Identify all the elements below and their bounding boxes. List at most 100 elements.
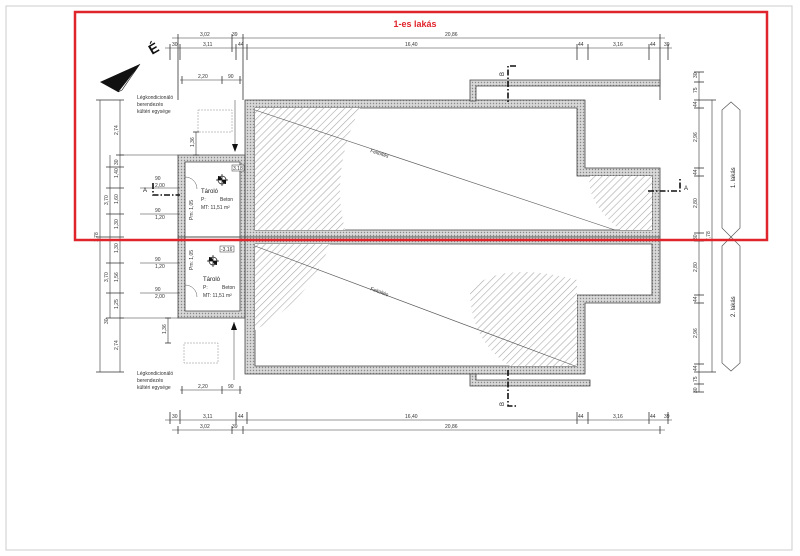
dim-label: 1,60 (114, 194, 120, 204)
dim-label: 39 (664, 42, 670, 48)
door-height: 2,00 (155, 183, 165, 189)
level-marker-icon (207, 255, 219, 267)
ac-label-line: Légkondicionáló (137, 95, 173, 101)
dim-label: 1,36 (190, 137, 196, 147)
ac-label-line: berendezés (137, 378, 164, 384)
window-height: 1,20 (155, 215, 165, 221)
dim-label: 1,40 (114, 168, 120, 178)
dim-label: 16,40 (405, 42, 418, 48)
dim-label: 3,16 (613, 414, 623, 420)
window-height: 1,20 (155, 264, 165, 270)
dim-label: 30 (114, 159, 120, 165)
dim-label: 44 (650, 414, 656, 420)
dim-label: 2,80 (693, 198, 699, 208)
room-name: Tároló (203, 277, 221, 283)
floor-value: Beton (222, 285, 235, 291)
dim-label: 2,96 (693, 328, 699, 338)
dim-label: 30 (172, 414, 178, 420)
ac-label-line: berendezés (137, 102, 164, 108)
unit-label: 2. lakás (731, 296, 737, 317)
door-height: 2,00 (155, 294, 165, 300)
level-marker-icon (216, 174, 228, 186)
section-marker-a-right: A (648, 178, 688, 192)
floor-label: P: (203, 285, 208, 291)
dim-label: 20,86 (445, 32, 458, 38)
section-letter: B (500, 402, 506, 406)
dim-label: 30 (693, 387, 699, 393)
unit-1-plan: Feltöltés (244, 79, 661, 238)
level-label: MT: 11,51 m² (203, 293, 232, 299)
bottom-dimensions: 30 3,11 44 16,40 44 3,16 44 39 3,02 39 2… (165, 384, 672, 434)
dim-label: 30 (693, 234, 699, 240)
right-dimensions: 30 75 44 2,96 44 2,80 30 2,80 44 2,96 44… (693, 71, 716, 393)
unit-tag-2: 2. lakás (721, 236, 741, 372)
section-marker-b-bottom: B (500, 370, 516, 407)
fill-hatch (470, 272, 577, 366)
parapet-label: Pm: 1,05 (189, 200, 195, 220)
dim-label: 1,30 (114, 219, 120, 229)
dim-label: 39 (232, 424, 238, 430)
dim-label: 20,86 (445, 424, 458, 430)
ac-unit (197, 109, 233, 133)
ac-label-bottom: Légkondicionáló berendezés kültéri egysé… (137, 371, 173, 391)
section-marker-a-left: A (143, 183, 180, 196)
ac-unit (183, 342, 219, 364)
dim-label: 2,20 (198, 74, 208, 80)
dim-label: 2,20 (198, 384, 208, 390)
dim-label: 1,25 (114, 299, 120, 309)
dim-label: 30 (172, 42, 178, 48)
ac-label-top: Légkondicionáló berendezés kültéri egysé… (137, 95, 173, 115)
door-width: 90 (155, 287, 161, 293)
section-marker-b-top: B (500, 65, 516, 102)
top-dimensions: 3,02 39 20,86 30 3,11 44 16,40 44 3,16 4… (165, 32, 672, 100)
dim-label: 3,70 (104, 272, 110, 282)
north-label: É (146, 39, 162, 58)
floor-value: Beton (220, 197, 233, 203)
storage-room-2: -3.16 Tároló P: Beton MT: 11,51 m² Pm: 1… (140, 236, 246, 380)
dim-label: 1,78 (94, 232, 100, 242)
north-arrow-icon: É (100, 39, 162, 93)
dim-label: 44 (238, 414, 244, 420)
dim-label: 75 (693, 376, 699, 382)
parapet-label: Pm: 1,05 (189, 250, 195, 270)
dim-label: 1,56 (114, 272, 120, 282)
dim-label: 1,36 (162, 324, 168, 334)
ac-label-line: Légkondicionáló (137, 371, 173, 377)
dim-total: 7,78 (706, 231, 712, 241)
dim-label: 3,16 (613, 42, 623, 48)
window-width: 90 (155, 257, 161, 263)
fill-hatch (255, 244, 330, 330)
fill-hatch (589, 176, 652, 230)
dim-label: 2,74 (114, 340, 120, 350)
dim-label: 16,40 (405, 414, 418, 420)
dim-label: 44 (693, 365, 699, 371)
level-badge: 3.18 (233, 166, 243, 172)
highlight-title: 1-es lakás (393, 19, 436, 29)
dim-label: 3,11 (203, 414, 213, 420)
ramp-label: Feltöltés (369, 148, 389, 160)
dim-label: 44 (650, 42, 656, 48)
section-letter: B (500, 72, 506, 76)
dim-label: 39 (232, 32, 238, 38)
dim-label: 44 (238, 42, 244, 48)
section-letter: A (143, 188, 147, 194)
dim-label: 30 (693, 72, 699, 78)
storage-room-1: 3.18 Tároló P: Beton MT: 11,51 m² Pm: 1,… (140, 100, 246, 238)
floor-label: P: (201, 197, 206, 203)
door-width: 90 (155, 176, 161, 182)
sheet-frame (5, 5, 793, 551)
dim-label: 44 (693, 101, 699, 107)
dim-label: 75 (693, 87, 699, 93)
window-width: 90 (155, 208, 161, 214)
ramp-label: Feltöltés (369, 286, 389, 298)
ac-label-line: kültéri egysége (137, 109, 171, 115)
room-name: Tároló (201, 189, 219, 195)
fill-hatch (255, 108, 360, 230)
dim-label: 44 (693, 296, 699, 302)
unit-tag-1: 1. lakás (721, 101, 741, 238)
dim-label: 90 (228, 384, 234, 390)
unit-2-plan: Feltöltés (244, 236, 661, 387)
dim-label: 44 (578, 414, 584, 420)
level-badge: -3.16 (221, 247, 233, 253)
